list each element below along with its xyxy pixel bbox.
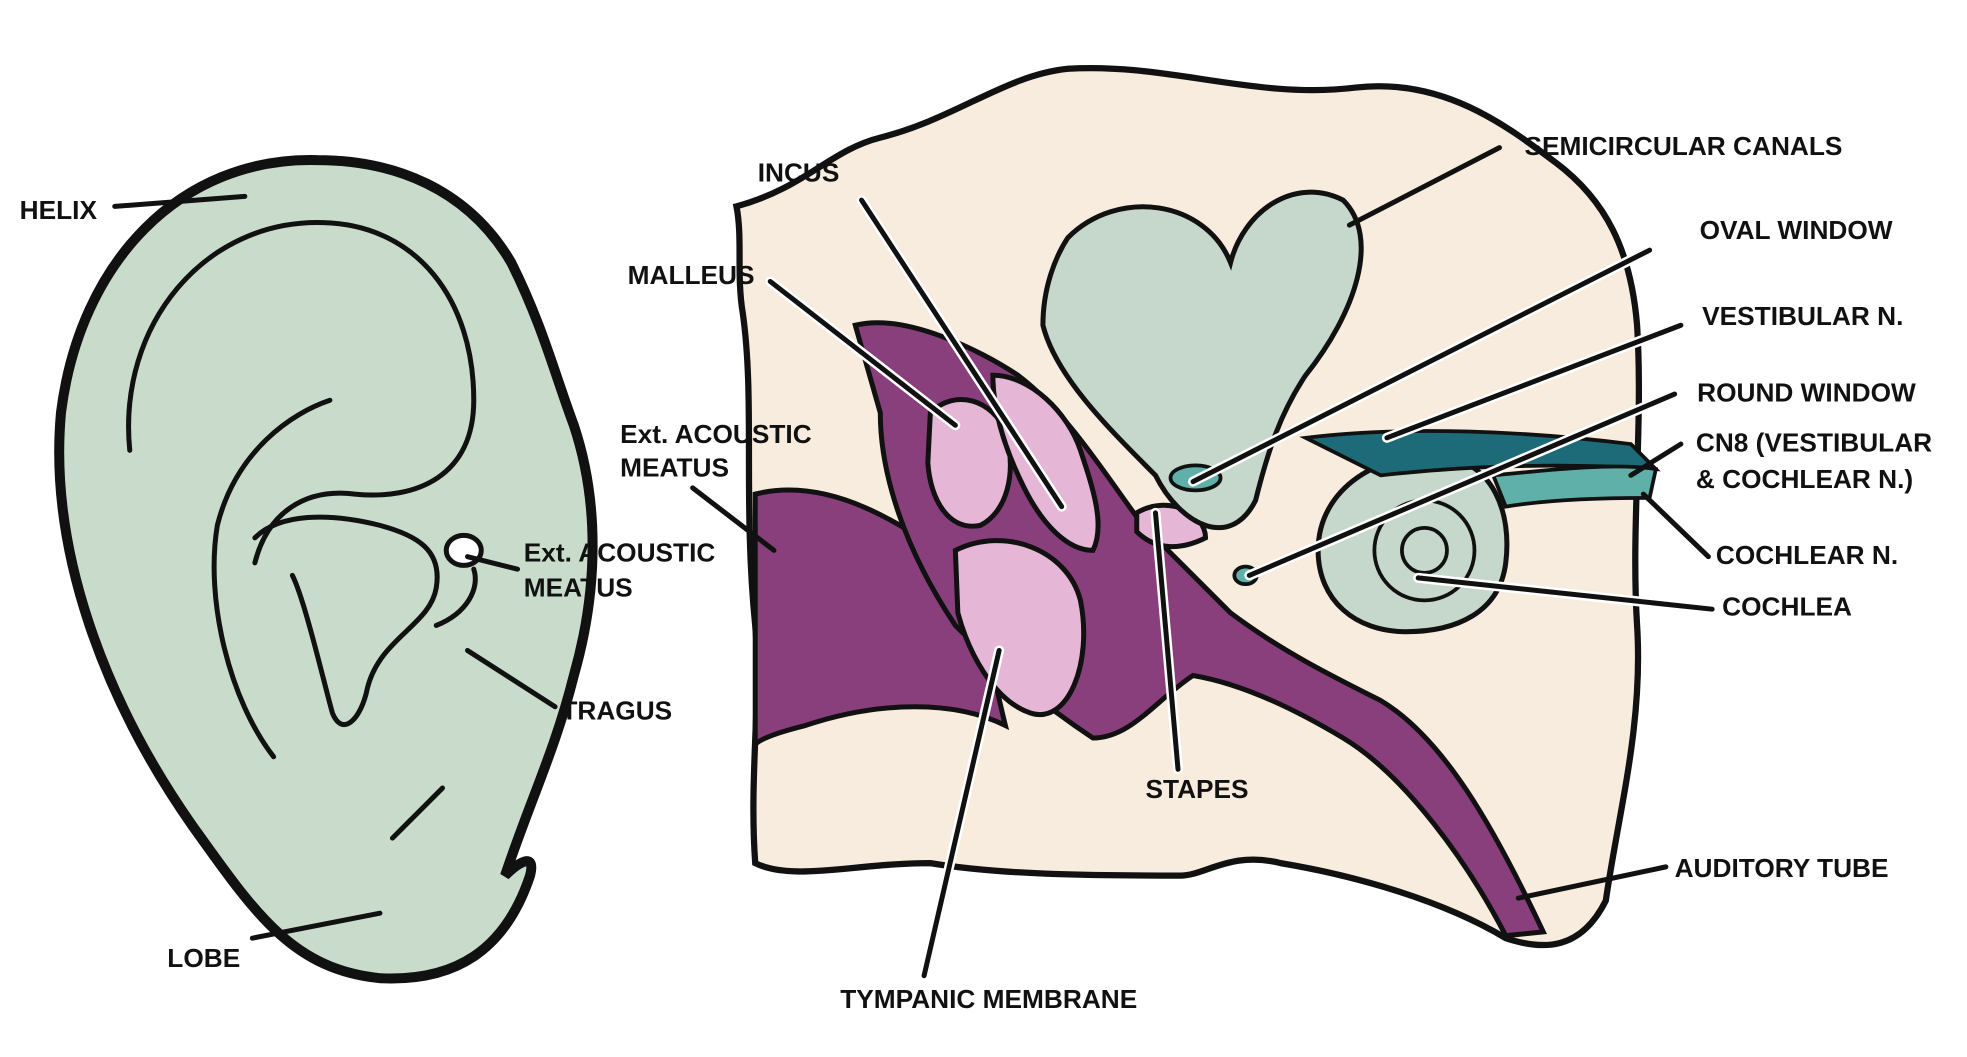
incus [990,372,1101,553]
label-tragus: TRAGUS [561,695,672,725]
middle-inner-ear-section [732,65,1661,949]
tympanic-membrane [952,538,1087,718]
label-outer-meatus-2: MEATUS [524,573,633,603]
label-cochlea: COCHLEA [1722,591,1852,621]
label-lobe: LOBE [167,943,240,973]
label-semicircular-canals: SEMICIRCULAR CANALS [1525,131,1843,161]
lobe-fold [389,785,445,841]
outer-ear [54,155,598,984]
label-cochlear-n: COCHLEAR N. [1716,540,1898,570]
label-incus: INCUS [758,157,840,187]
label-outer-meatus-1: Ext. ACOUSTIC [524,538,716,568]
leader-lines [112,145,1718,981]
helix-rim [126,220,477,566]
label-meatus-1: Ext. ACOUSTIC [620,419,812,449]
label-cn8-2: & COCHLEAR N.) [1696,464,1913,494]
concha [252,514,440,728]
antihelix [211,397,333,760]
label-tympanic-membrane: TYMPANIC MEMBRANE [840,984,1137,1014]
label-malleus: MALLEUS [628,260,755,290]
label-meatus-2: MEATUS [620,453,729,483]
semicircular-canals [1040,189,1364,531]
malleus [925,396,1013,529]
label-auditory-tube: AUDITORY TUBE [1675,853,1889,883]
labels: HELIX LOBE Ext. ACOUSTIC MEATUS TRAGUS E… [20,131,1932,1014]
ear-canal [752,487,1010,751]
label-cn8-1: CN8 (VESTIBULAR [1696,428,1932,458]
label-oval-window: OVAL WINDOW [1700,215,1893,245]
label-helix: HELIX [20,195,98,225]
tragus [433,566,478,628]
label-round-window: ROUND WINDOW [1697,378,1916,408]
label-stapes: STAPES [1145,774,1248,804]
cochlea-spiral-inner [1400,525,1449,575]
label-vestibular-n: VESTIBULAR N. [1702,301,1903,331]
auricle [54,155,598,984]
